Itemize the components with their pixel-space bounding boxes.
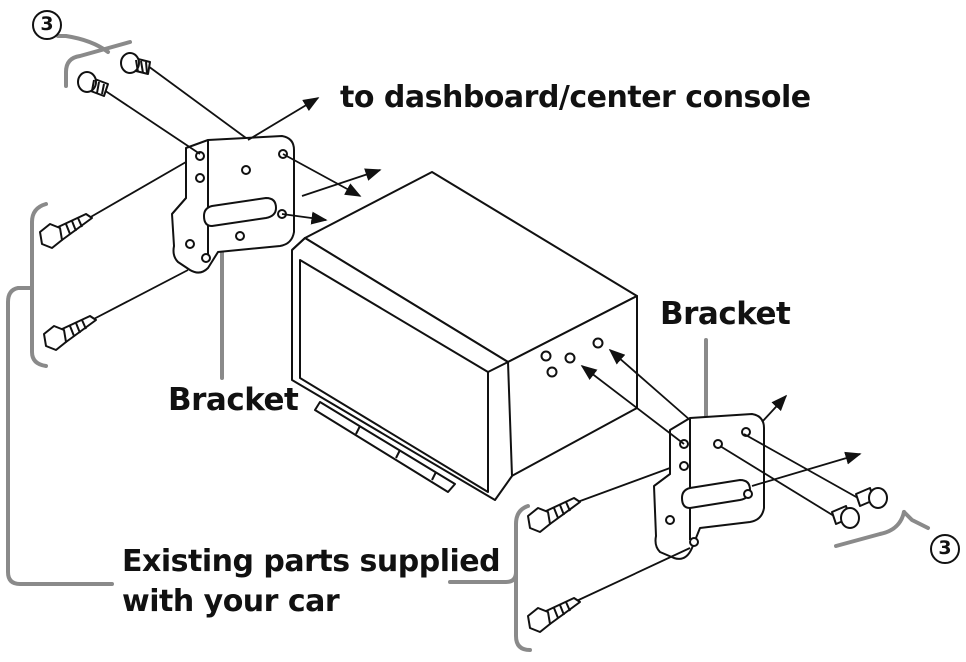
screws	[39, 52, 888, 633]
label-bracket-left: Bracket	[168, 382, 299, 418]
screw-left-2	[43, 315, 97, 351]
callout-number-left: 3	[32, 10, 62, 40]
label-bracket-right: Bracket	[660, 296, 791, 332]
screw-bottom-right-2	[831, 505, 860, 529]
group-brackets	[6, 34, 930, 652]
screw-top-left-2	[77, 71, 109, 97]
bracket-existing-right	[448, 570, 518, 584]
head-unit-buttons	[314, 401, 456, 493]
screw-right-1	[527, 497, 581, 533]
screw-left-1	[39, 213, 93, 249]
head-unit	[291, 171, 638, 501]
bracket-existing-left	[6, 286, 114, 586]
bracket-top-left-screws	[64, 40, 132, 88]
screw-top-left-1	[120, 52, 151, 75]
screw-right-2	[527, 597, 581, 633]
label-existing-parts: Existing parts supplied with your car	[122, 542, 501, 622]
label-existing-line1: Existing parts supplied	[122, 544, 501, 579]
label-dashboard: to dashboard/center console	[340, 80, 811, 115]
bracket-right-screws	[514, 504, 532, 652]
bracket-bottom-right-screws	[834, 510, 906, 548]
left-bracket	[171, 135, 295, 274]
label-existing-line2: with your car	[122, 584, 340, 619]
callout-number-right: 3	[930, 534, 960, 564]
arrows	[81, 65, 862, 605]
head-unit-screen	[299, 259, 489, 493]
screw-bottom-right-1	[855, 487, 888, 509]
